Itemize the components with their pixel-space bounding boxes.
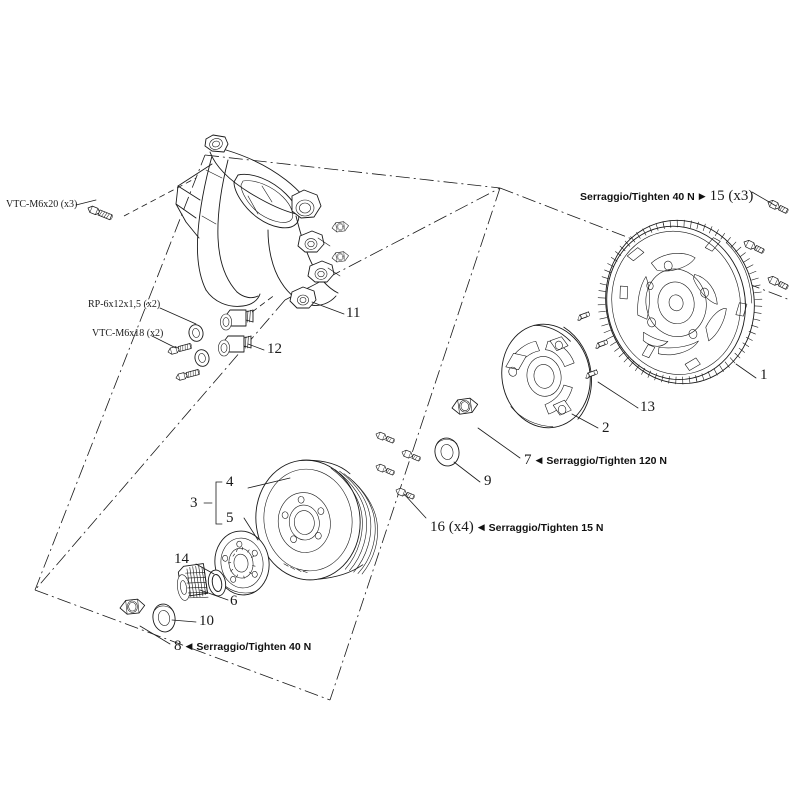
spec-label-rp-6x12x15: RP-6x12x1,5 (x2) xyxy=(88,299,161,310)
part-vtc-m6x18-bolts xyxy=(166,342,201,382)
ref-number-6: 6 xyxy=(230,593,238,609)
part-16-bolts xyxy=(374,430,422,501)
arrow-left-icon: ◀ xyxy=(535,455,543,465)
part-6-knurled-sleeve xyxy=(177,563,209,601)
ref-number-16: 16 (x4) xyxy=(430,519,474,535)
part-bracket-nuts xyxy=(331,220,350,263)
ref-number-1: 1 xyxy=(760,367,768,383)
leader-lines xyxy=(75,191,777,645)
torque-note-15-text: Serraggio/Tighten 40 N xyxy=(580,191,695,203)
ref-number-4: 4 xyxy=(226,474,234,490)
ref-number-3: 3 xyxy=(190,495,198,511)
ref-number-13: 13 xyxy=(640,399,655,415)
torque-note-16-text: Serraggio/Tighten 15 N xyxy=(488,522,604,534)
part-12-spacer-group xyxy=(166,293,277,382)
ref-number-7: 7 xyxy=(524,452,532,468)
torque-note-8-text: Serraggio/Tighten 40 N xyxy=(196,641,312,653)
torque-note-15: Serraggio/Tighten 40 N ▶ 15 (x3) xyxy=(580,188,753,205)
ref-number-9: 9 xyxy=(484,473,492,489)
torque-note-7: 7 ◀ Serraggio/Tighten 120 N xyxy=(524,452,667,469)
part-2-clutch-assembly xyxy=(501,323,592,429)
ref-number-10: 10 xyxy=(199,613,214,629)
part-9-washer xyxy=(434,437,460,467)
ref-number-2: 2 xyxy=(602,420,610,436)
ref-number-11: 11 xyxy=(346,305,361,321)
part-4-pulley-damper xyxy=(255,459,378,581)
ref-number-12: 12 xyxy=(267,341,282,357)
part-7-hex-nut xyxy=(450,396,480,416)
ref-number-14: 14 xyxy=(174,551,189,567)
part-1-flywheel-ring-gear xyxy=(597,219,763,385)
ref-number-15: 15 (x3) xyxy=(709,188,754,204)
part-rp-washers xyxy=(188,324,210,367)
torque-note-8: 8 ◀ Serraggio/Tighten 40 N xyxy=(174,638,311,655)
arrow-left-icon: ◀ xyxy=(185,641,193,651)
arrow-right-icon: ▶ xyxy=(698,191,706,201)
part-10-washer xyxy=(152,603,176,633)
part-vtc-m6x20-bolt xyxy=(86,177,197,222)
part-14-o-ring xyxy=(207,569,227,597)
part-11-bracket-housing xyxy=(175,134,341,309)
arrow-left-icon: ◀ xyxy=(477,522,485,532)
torque-note-16: 16 (x4) ◀ Serraggio/Tighten 15 N xyxy=(430,519,603,536)
ref-number-5: 5 xyxy=(226,510,234,526)
torque-note-7-text: Serraggio/Tighten 120 N xyxy=(546,455,668,467)
ref-number-8: 8 xyxy=(174,638,182,654)
spec-label-vtc-m6x20: VTC-M6x20 (x3) xyxy=(6,199,78,210)
part-8-hex-nut xyxy=(118,598,146,616)
spec-label-vtc-m6x18: VTC-M6x18 (x2) xyxy=(92,328,164,339)
